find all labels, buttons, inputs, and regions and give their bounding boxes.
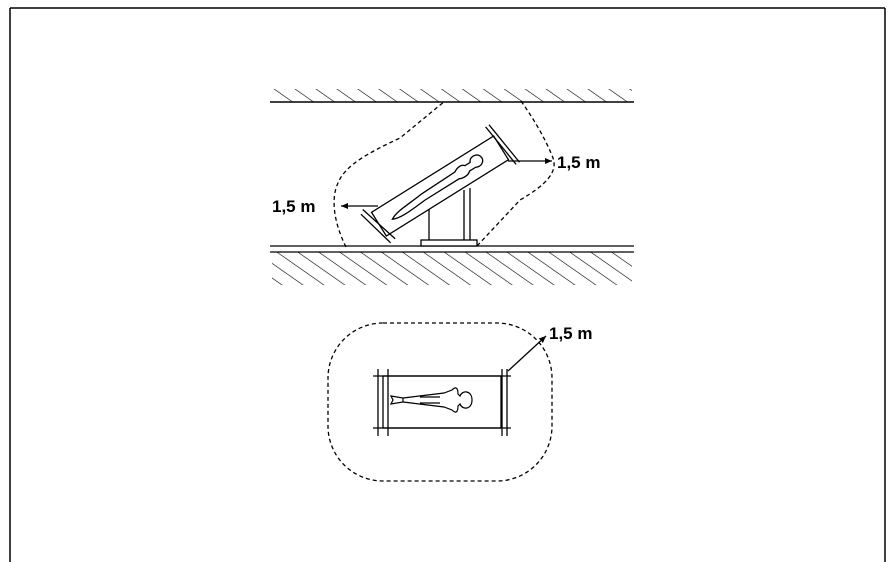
distance-label-top-view: 1,5 m: [549, 324, 592, 343]
patient-figure-side: [391, 154, 484, 221]
distance-label-right: 1,5 m: [557, 153, 600, 172]
top-view-bed: [373, 369, 511, 436]
side-view: 1,5 m 1,5 m: [270, 89, 634, 285]
dimension-arrow-top-view: [507, 335, 547, 372]
bed-pedestal: [420, 188, 478, 247]
tilted-bed: [360, 124, 521, 244]
patient-figure-top: [389, 387, 473, 413]
top-view: 1,5 m: [327, 322, 592, 482]
frame-border: [9, 7, 886, 562]
top-view-envelope: [327, 322, 553, 482]
distance-label-left: 1,5 m: [272, 197, 315, 216]
ceiling: [270, 89, 634, 103]
floor: [270, 245, 634, 285]
patient-environment-envelope: [333, 100, 555, 248]
